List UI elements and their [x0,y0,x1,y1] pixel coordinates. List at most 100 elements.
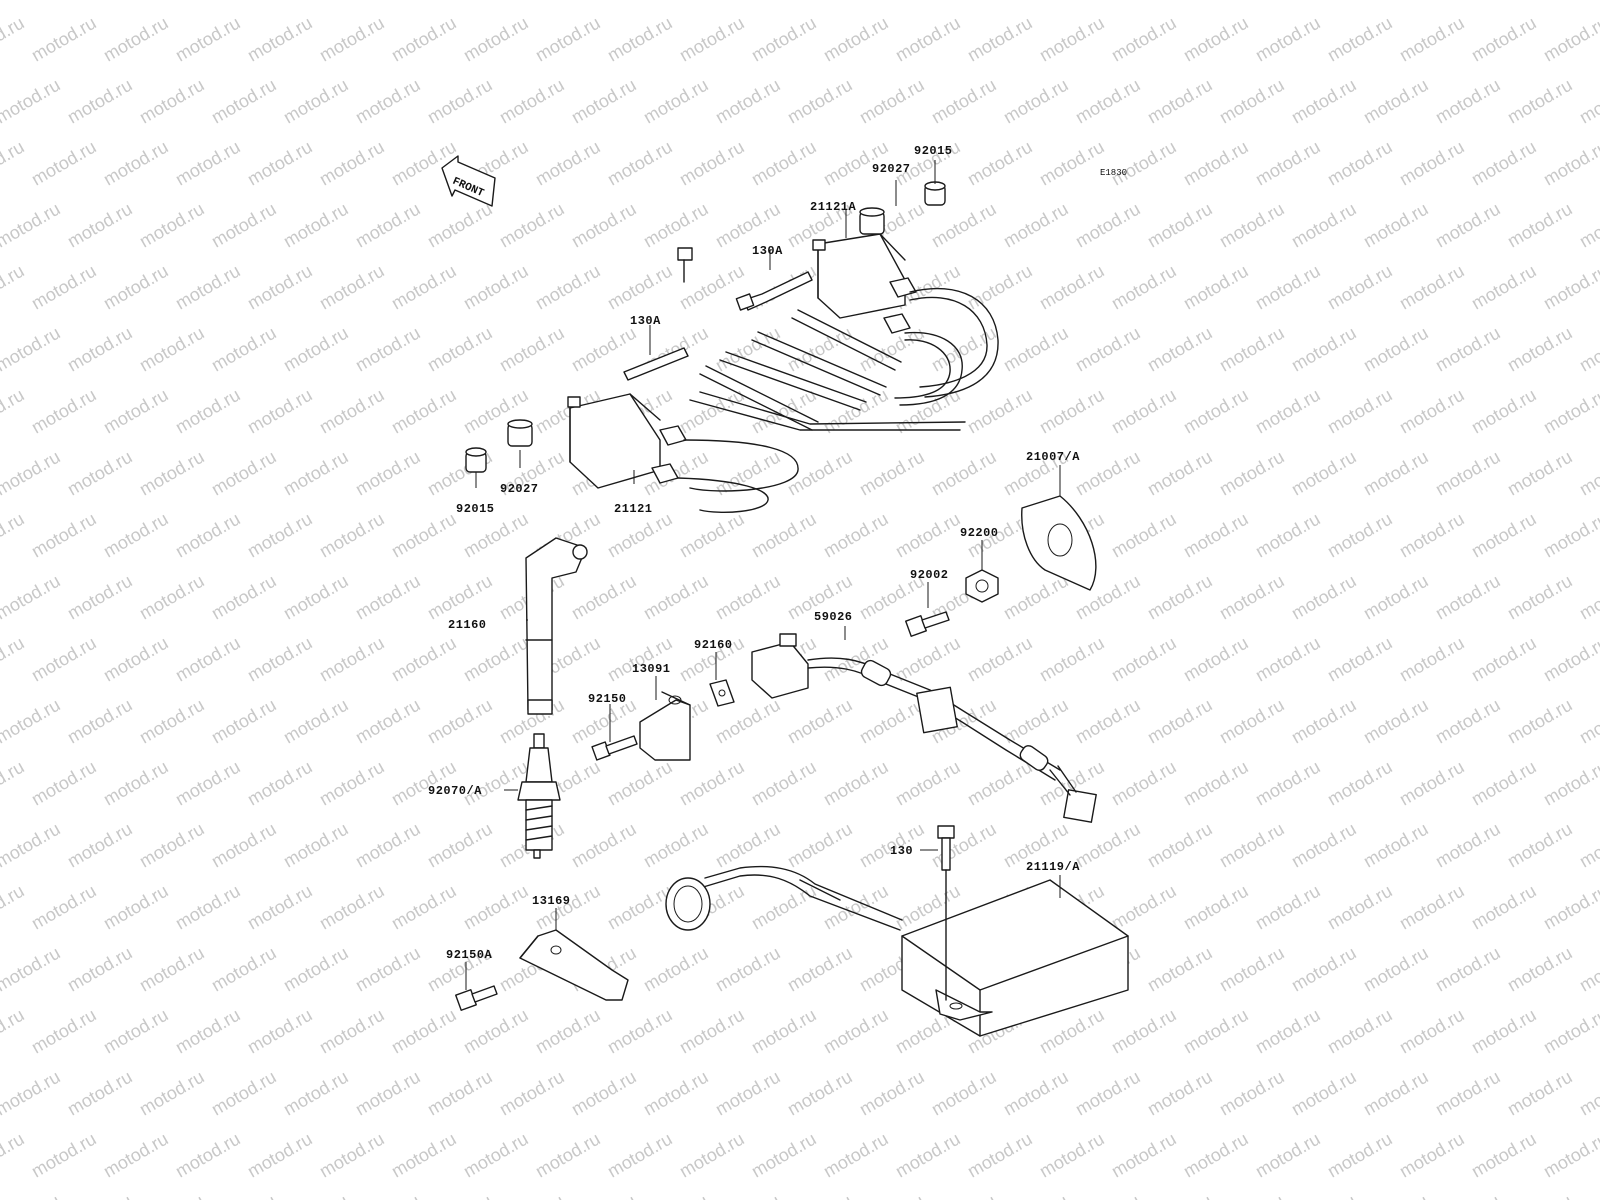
watermark-text: motod.ru [1504,0,1576,3]
watermark-text: motod.ru [352,695,424,748]
watermark-text: motod.ru [712,1067,784,1120]
watermark-text: motod.ru [64,1067,136,1120]
watermark-text: motod.ru [748,1005,820,1058]
watermark-text: motod.ru [172,385,244,438]
watermark-text: motod.ru [1072,75,1144,128]
watermark-text: motod.ru [856,447,928,500]
watermark-text: motod.ru [1036,633,1108,686]
watermark-text: motod.ru [1576,819,1600,872]
watermark-text: motod.ru [1396,757,1468,810]
watermark-text: motod.ru [0,75,64,128]
watermark-text: motod.ru [604,881,676,934]
watermark-text: motod.ru [136,1191,208,1200]
watermark-text: motod.ru [136,819,208,872]
watermark-text: motod.ru [1468,1129,1540,1182]
watermark-text: motod.ru [316,385,388,438]
watermark-text: motod.ru [676,261,748,314]
watermark-text: motod.ru [1432,695,1504,748]
watermark-text: motod.ru [532,1129,604,1182]
watermark-text: motod.ru [856,0,928,3]
watermark-text: motod.ru [424,1191,496,1200]
watermark-text: motod.ru [568,199,640,252]
watermark-text: motod.ru [640,943,712,996]
watermark-text: motod.ru [532,13,604,66]
bracket-13169 [519,929,629,1001]
watermark-text: motod.ru [136,1067,208,1120]
watermark-text: motod.ru [172,1005,244,1058]
watermark-text: motod.ru [1540,137,1600,190]
plug-cap-21160 [525,537,588,715]
watermark-text: motod.ru [1468,385,1540,438]
watermark-text: motod.ru [64,943,136,996]
watermark-text: motod.ru [820,881,892,934]
watermark-text: motod.ru [208,75,280,128]
watermark-text: motod.ru [100,881,172,934]
ignition-coil-lower [567,391,966,513]
watermark-text: motod.ru [1144,199,1216,252]
watermark-text: motod.ru [496,323,568,376]
watermark-text: motod.ru [424,571,496,624]
watermark-text: motod.ru [1432,571,1504,624]
watermark-text: motod.ru [496,1067,568,1120]
watermark-text: motod.ru [1036,385,1108,438]
watermark-text: motod.ru [1468,137,1540,190]
watermark-text: motod.ru [1432,323,1504,376]
watermark-text: motod.ru [676,13,748,66]
watermark-text: motod.ru [64,447,136,500]
watermark-text: motod.ru [1360,199,1432,252]
watermark-text: motod.ru [1108,137,1180,190]
bolt-92002-icon [905,611,950,637]
watermark-text: motod.ru [1324,1005,1396,1058]
pickup-plate-21007a [1021,495,1097,591]
collar-92015-left-icon [465,447,487,473]
igniter-21119a [665,865,1129,1037]
bracket-13091 [639,691,691,761]
watermark-text: motod.ru [676,509,748,562]
label-59026: 59026 [814,610,853,624]
watermark-text: motod.ru [640,571,712,624]
watermark-text: motod.ru [388,385,460,438]
watermark-text: motod.ru [1396,881,1468,934]
watermark-text: motod.ru [1216,199,1288,252]
watermark-text: motod.ru [892,509,964,562]
label-92027-left: 92027 [500,482,539,496]
watermark-text: motod.ru [640,0,712,3]
watermark-text: motod.ru [1468,633,1540,686]
watermark-text: motod.ru [1432,75,1504,128]
watermark-text: motod.ru [316,757,388,810]
label-13091: 13091 [632,662,671,676]
watermark-text: motod.ru [208,0,280,3]
watermark-text: motod.ru [604,633,676,686]
label-21160: 21160 [448,618,487,632]
watermark-text: motod.ru [136,447,208,500]
watermark-text: motod.ru [1180,13,1252,66]
watermark-text: motod.ru [1036,1129,1108,1182]
watermark-text: motod.ru [1504,199,1576,252]
watermark-text: motod.ru [1396,137,1468,190]
watermark-text: motod.ru [208,1191,280,1200]
watermark-text: motod.ru [532,137,604,190]
watermark-text: motod.ru [172,633,244,686]
watermark-text: motod.ru [1396,509,1468,562]
watermark-text: motod.ru [1576,1191,1600,1200]
watermark-text: motod.ru [244,1129,316,1182]
label-13169: 13169 [532,894,571,908]
watermark-text: motod.ru [1108,261,1180,314]
watermark-text: motod.ru [0,1005,28,1058]
watermark-text: motod.ru [1252,13,1324,66]
watermark-text: motod.ru [496,75,568,128]
ignition-coil-upper [812,233,999,406]
watermark-text: motod.ru [676,757,748,810]
watermark-text: motod.ru [1360,819,1432,872]
watermark-text: motod.ru [1576,943,1600,996]
watermark-text: motod.ru [604,137,676,190]
watermark-text: motod.ru [1216,1067,1288,1120]
watermark-text: motod.ru [1144,323,1216,376]
watermark-text: motod.ru [280,819,352,872]
watermark-text: motod.ru [28,137,100,190]
watermark-text: motod.ru [1288,819,1360,872]
watermark-text: motod.ru [892,757,964,810]
watermark-text: motod.ru [208,199,280,252]
watermark-text: motod.ru [208,571,280,624]
